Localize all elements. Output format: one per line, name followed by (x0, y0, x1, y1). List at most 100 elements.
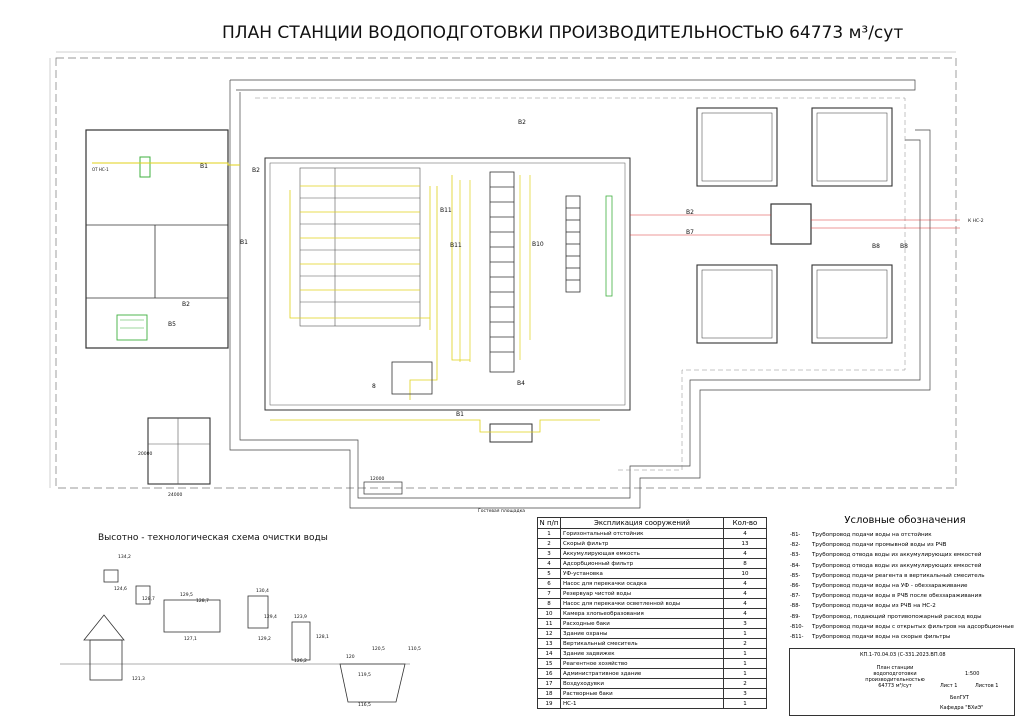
department: Кафедра "ВХиЭ" (940, 705, 984, 711)
level-mark: 121,3 (132, 676, 145, 682)
pipe-label-b11: В11 (440, 207, 452, 214)
legend-row: -В8-Трубопровод подачи воды из РЧВ на НС… (790, 601, 1020, 611)
legend-row: -В5- Трубопровод подачи реагента в вертик… (790, 571, 1020, 581)
cell-qty: 4 (723, 578, 767, 589)
to-ns2-label: К НС-2 (968, 218, 984, 224)
altitude-scheme (60, 569, 410, 703)
legend-text: Трубопровод отвода воды из аккумулирующи… (812, 562, 982, 569)
pump-station (489, 423, 533, 443)
level-mark: 116,5 (358, 702, 371, 708)
pipe-label-b2: В2 (686, 209, 694, 216)
parking-label: Гостевая площадка (478, 508, 525, 514)
title-block: КП.1-70.04.03 (С-331.2023.ВП.08 План ста… (789, 648, 1015, 716)
cell-qty: 1 (723, 658, 767, 669)
cell-n: 3 (537, 548, 561, 559)
level-mark: 127,1 (184, 636, 197, 642)
road-outline (230, 79, 916, 91)
legend-code: -В4- (790, 562, 801, 569)
dim-20000: 20000 (138, 451, 152, 457)
site-fence (55, 57, 957, 489)
cell-qty: 13 (723, 538, 767, 549)
sheet-number: Лист 1 (940, 683, 958, 689)
level-mark: 129,2 (258, 636, 271, 642)
clarified-water-pumps (391, 361, 433, 395)
pipe-label-b8: В8 (900, 243, 908, 250)
legend-text: Трубопровод отвода воды из аккумулирующи… (812, 552, 982, 559)
cell-qty: 1 (723, 668, 767, 679)
pipe-label-b1: В1 (456, 411, 464, 418)
cell-name: Насос для перекачки осадка (560, 578, 724, 589)
reagent-block (116, 314, 148, 341)
administrative-building (85, 129, 229, 349)
cell-qty: 8 (723, 558, 767, 569)
cell-name: Административное здание (560, 668, 724, 679)
parking-area (363, 481, 403, 495)
cell-name: Адсорбционный фильтр (560, 558, 724, 569)
legend-code: -В7- (790, 593, 801, 600)
cell-name: Здание охраны (560, 628, 724, 639)
level-mark: 120,5 (372, 646, 385, 652)
legend-row: -В7- Трубопровод подачи воды в РЧВ после … (790, 591, 1020, 601)
legend-row: -В9-Трубопровод, подающий противопожарны… (790, 612, 1020, 622)
level-mark: 126,2 (294, 658, 307, 664)
cell-name: Реагентное хозяйство (560, 658, 724, 669)
cell-qty: 1 (723, 698, 767, 709)
cell-n: 16 (537, 668, 561, 679)
legend-text: Трубопровод подачи воды в РЧВ после обез… (812, 593, 982, 600)
uv-unit (605, 195, 613, 297)
guard-building (147, 417, 211, 485)
treatment-building (264, 157, 631, 411)
cell-name: Насос для перекачки осветленной воды (560, 598, 724, 609)
document-code: КП.1-70.04.03 (С-331.2023.ВП.08 (860, 652, 946, 658)
level-mark: 130,4 (256, 588, 269, 594)
cell-qty: 4 (723, 608, 767, 619)
legend-code: -В3- (790, 552, 801, 559)
level-mark: 110,5 (408, 646, 421, 652)
legend-code: -В6- (790, 582, 801, 589)
header-number: N п/п (537, 517, 561, 529)
drawing-name: План станции водоподготовки производител… (865, 665, 925, 689)
from-ns1-label: ОТ НС-1 (92, 167, 109, 172)
legend-text: Трубопровод подачи воды с открытых фильт… (812, 623, 1014, 630)
level-mark: 124,6 (114, 586, 127, 592)
legend-code: -В2- (790, 542, 801, 549)
cell-name: Воздуходувки (560, 678, 724, 689)
pipe-label-b2: В2 (252, 167, 260, 174)
legend-text: Трубопровод подачи промывной воды из РЧВ (812, 542, 947, 549)
legend-row: -В1-Трубопровод подачи воды на отстойник (790, 530, 1020, 540)
pipe-label-b4: В4 (517, 380, 525, 387)
cell-name: Скорый фильтр (560, 538, 724, 549)
cell-qty: 3 (723, 688, 767, 699)
legend-code: -В5- (790, 572, 801, 579)
cell-name: Вертикальный смеситель (560, 638, 724, 649)
dim-12000: 12000 (370, 476, 384, 482)
cell-n: 11 (537, 618, 561, 629)
adsorption-filters (565, 195, 581, 293)
legend-row: -В11-Трубопровод подачи воды на скорые ф… (790, 632, 1020, 642)
legend-text: Трубопровод подачи реагента в вертикальн… (812, 572, 985, 579)
scheme-title: Высотно - технологическая схема очистки … (98, 533, 328, 543)
legend: Условные обозначения -В1-Трубопровод под… (790, 515, 1020, 642)
header-name: Экспликация сооружений (560, 517, 724, 529)
cell-n: 4 (537, 558, 561, 569)
legend-row: -В10-Трубопровод подачи воды с открытых … (790, 622, 1020, 632)
cell-qty: 4 (723, 528, 767, 539)
pipe-label-b11: В11 (450, 242, 462, 249)
level-mark: 119,5 (358, 672, 371, 678)
legend-row: -В4- Трубопровод отвода воды из аккумулир… (790, 561, 1020, 571)
cell-qty: 4 (723, 588, 767, 599)
drawing-title: ПЛАН СТАНЦИИ ВОДОПОДГОТОВКИ ПРОИЗВОДИТЕЛ… (222, 23, 903, 43)
cell-name: УФ-установка (560, 568, 724, 579)
dim-24000: 24000 (168, 492, 182, 498)
